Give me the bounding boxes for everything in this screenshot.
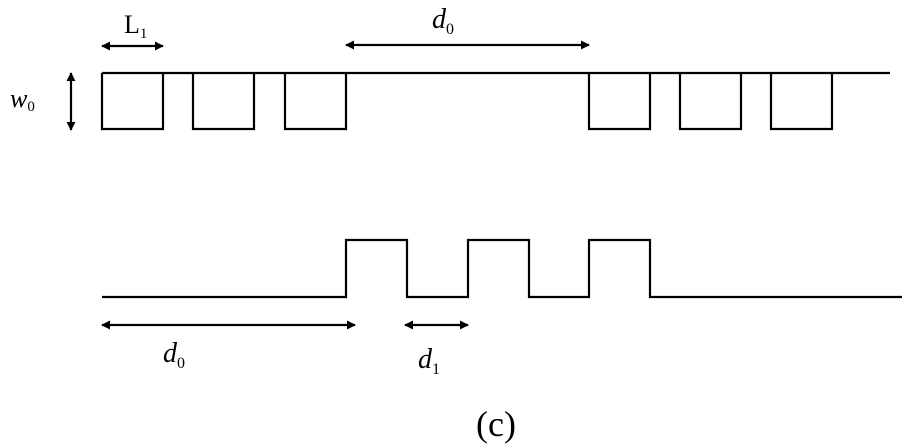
length-label: L1 [124, 10, 147, 42]
bottom-offset-label: d0 [163, 338, 185, 372]
top-gap-label-sub: 0 [446, 21, 454, 38]
bottom-waveform [102, 238, 902, 299]
bottom-period-label-sub: 1 [432, 361, 440, 378]
bottom-offset-label-sub: 0 [177, 355, 185, 372]
top-waveform [100, 71, 890, 131]
width-label-main: w [10, 84, 28, 113]
width-label: w0 [10, 84, 35, 115]
caption: (c) [476, 404, 516, 444]
bottom-period-label-main: d [418, 344, 433, 375]
length-label-main: L [124, 10, 140, 39]
width-label-sub: 0 [27, 99, 35, 115]
top-gap-label-main: d [432, 4, 447, 35]
bottom-offset-label-main: d [163, 338, 178, 369]
bottom-period-label: d1 [418, 344, 440, 378]
length-label-sub: 1 [140, 26, 148, 42]
top-gap-label: d0 [432, 4, 454, 38]
